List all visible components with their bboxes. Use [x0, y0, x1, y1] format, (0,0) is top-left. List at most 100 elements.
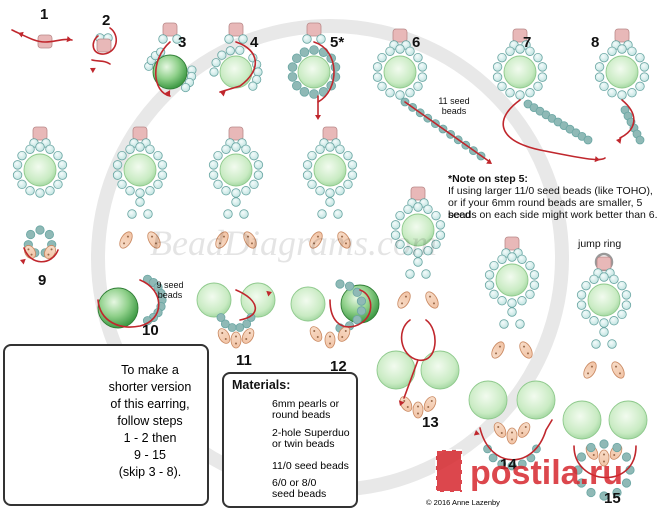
seed-bead: [581, 309, 591, 320]
shorter-version-text: To make a shorter version of this earrin…: [100, 362, 200, 481]
seed-bead: [497, 459, 507, 469]
thread-path: [313, 41, 335, 103]
seed-bead: [499, 319, 509, 329]
seed-bead: [221, 144, 231, 154]
superduo-bead: [397, 291, 411, 309]
cap-bead: [392, 28, 408, 43]
superduo-hole: [247, 235, 250, 238]
note-title: *Note on step 5:: [448, 173, 528, 185]
superduo-bead: [44, 245, 56, 259]
pearl-bead: [468, 380, 508, 420]
seed-bead: [208, 160, 219, 170]
seed-bead: [241, 186, 251, 196]
seed-bead: [497, 254, 507, 264]
superduo-hole: [603, 453, 605, 456]
seed-bead: [576, 478, 587, 488]
seed-bead: [217, 50, 227, 60]
shorter-line-3: of this earring,: [110, 397, 190, 411]
cap-bead: [410, 186, 426, 201]
pearl-bead: [562, 400, 602, 440]
seed-bead: [238, 34, 248, 44]
seed-bead: [413, 81, 423, 92]
superduo-hole: [329, 335, 331, 338]
seed-bead: [153, 150, 163, 161]
superduo-bead: [230, 331, 242, 349]
seed-bead: [17, 179, 27, 190]
seed-bead: [403, 246, 413, 256]
seed-bead: [413, 257, 423, 267]
pearl-bead: [605, 55, 639, 89]
seed-bead: [153, 179, 163, 190]
superduo-bead: [506, 427, 518, 445]
seed-bead: [581, 280, 591, 291]
seed-bead: [209, 67, 219, 77]
seed-bead: [517, 254, 527, 264]
superduo-hole: [430, 399, 433, 402]
thread-path: [91, 27, 117, 65]
superduo-bead: [598, 449, 610, 467]
seed-bead: [607, 46, 617, 56]
superduo-hole: [500, 432, 503, 435]
seed-bead: [507, 298, 517, 308]
seed-bead: [117, 179, 127, 190]
seed-bead: [492, 72, 503, 82]
seed-bead: [390, 220, 401, 230]
superduo-hole: [313, 329, 316, 332]
postila-logo: postila.ru: [435, 449, 623, 493]
cap-bead: [228, 126, 244, 141]
superduo-hole: [526, 352, 529, 355]
seed-bead: [405, 269, 415, 279]
superduo-hole: [498, 345, 501, 348]
step-label-1: 1: [40, 6, 49, 23]
seed-bead: [431, 239, 441, 250]
seed-bead: [172, 34, 182, 44]
superduo-bead: [309, 231, 323, 249]
seed-bead: [497, 296, 507, 306]
materials-item-superduo-line-1: 2-hole Superduo: [272, 427, 350, 439]
seed-bead: [17, 150, 27, 161]
seed-bead: [609, 274, 619, 284]
seed-bead: [143, 209, 153, 219]
seed-bead: [145, 144, 155, 154]
pearl-bead: [219, 153, 253, 187]
superduo-bead: [423, 396, 437, 412]
superduo-hole: [151, 235, 154, 238]
superduo-hole: [154, 242, 157, 245]
materials-item-superduo-line-2: or twin beads: [272, 438, 335, 450]
superduo-bead: [517, 422, 531, 438]
superduo-hole: [523, 345, 526, 348]
seed-bead: [599, 81, 609, 92]
seed-bead: [507, 461, 517, 471]
seed-bead: [390, 230, 401, 240]
superduo-hole: [613, 454, 616, 457]
seed-bead: [235, 45, 245, 55]
pearl-bead: [495, 263, 529, 297]
step-label-9: 9: [38, 272, 47, 289]
seed-bead: [216, 313, 226, 322]
thread-arrow: [220, 90, 226, 97]
seed-bead: [220, 319, 230, 329]
pearl-bead: [608, 400, 648, 440]
shorter-line-5: 1 - 2 then: [123, 431, 177, 445]
seed-bead: [223, 209, 233, 219]
superduo-hole: [344, 242, 347, 245]
thread-path: [235, 289, 257, 321]
seed-bead: [525, 88, 535, 98]
seed-bead: [405, 46, 415, 56]
pearl-bead: [313, 153, 347, 187]
seed-bead: [515, 44, 525, 54]
seed-bead: [302, 160, 313, 170]
seed-bead: [309, 89, 319, 99]
seed-bead: [241, 144, 251, 154]
seed-bead: [435, 230, 446, 240]
seed-bead: [576, 290, 587, 300]
seed-bead: [505, 46, 515, 56]
seed-bead: [484, 270, 495, 280]
seed-bead: [287, 62, 298, 72]
seed-bead: [492, 62, 503, 72]
step-label-3: 3: [178, 34, 187, 51]
thread-arrow: [164, 90, 171, 96]
superduo-hole: [495, 352, 498, 355]
superduo-hole: [521, 432, 524, 435]
